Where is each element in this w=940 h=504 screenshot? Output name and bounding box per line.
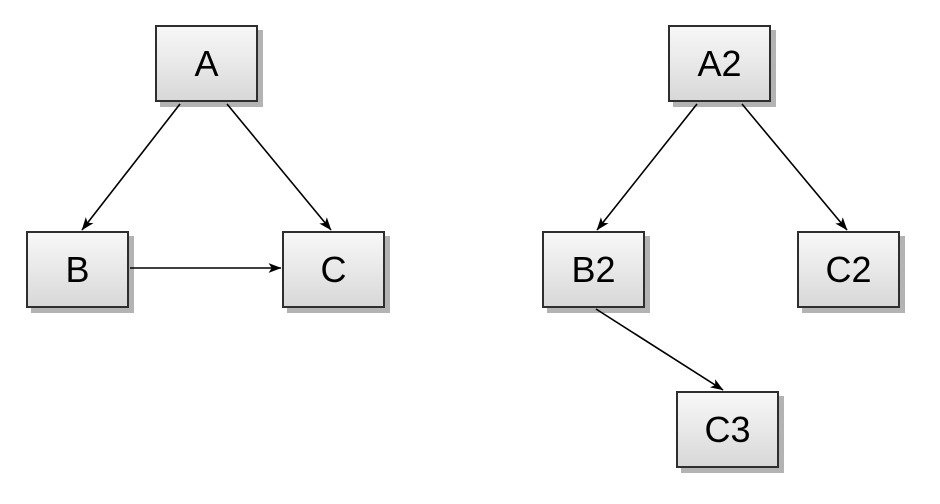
node-A2: A2 <box>668 25 771 102</box>
edge-A2-B2 <box>596 103 698 231</box>
node-C2: C2 <box>797 231 900 308</box>
node-B-label: B <box>65 248 90 290</box>
node-B2-label: B2 <box>571 248 616 290</box>
node-C3-label: C3 <box>704 408 751 450</box>
node-A2-label: A2 <box>697 42 742 84</box>
node-C: C <box>282 231 385 308</box>
node-A: A <box>155 25 258 102</box>
edge-A-C <box>226 103 332 231</box>
node-C2-label: C2 <box>825 248 872 290</box>
edge-A-B <box>81 103 181 231</box>
node-C-label: C <box>320 248 347 290</box>
node-B2: B2 <box>542 231 645 308</box>
node-A-label: A <box>194 42 219 84</box>
edge-A2-C2 <box>741 103 848 231</box>
node-C3: C3 <box>676 391 779 468</box>
edge-B2-C3 <box>595 308 724 391</box>
node-B: B <box>26 231 129 308</box>
